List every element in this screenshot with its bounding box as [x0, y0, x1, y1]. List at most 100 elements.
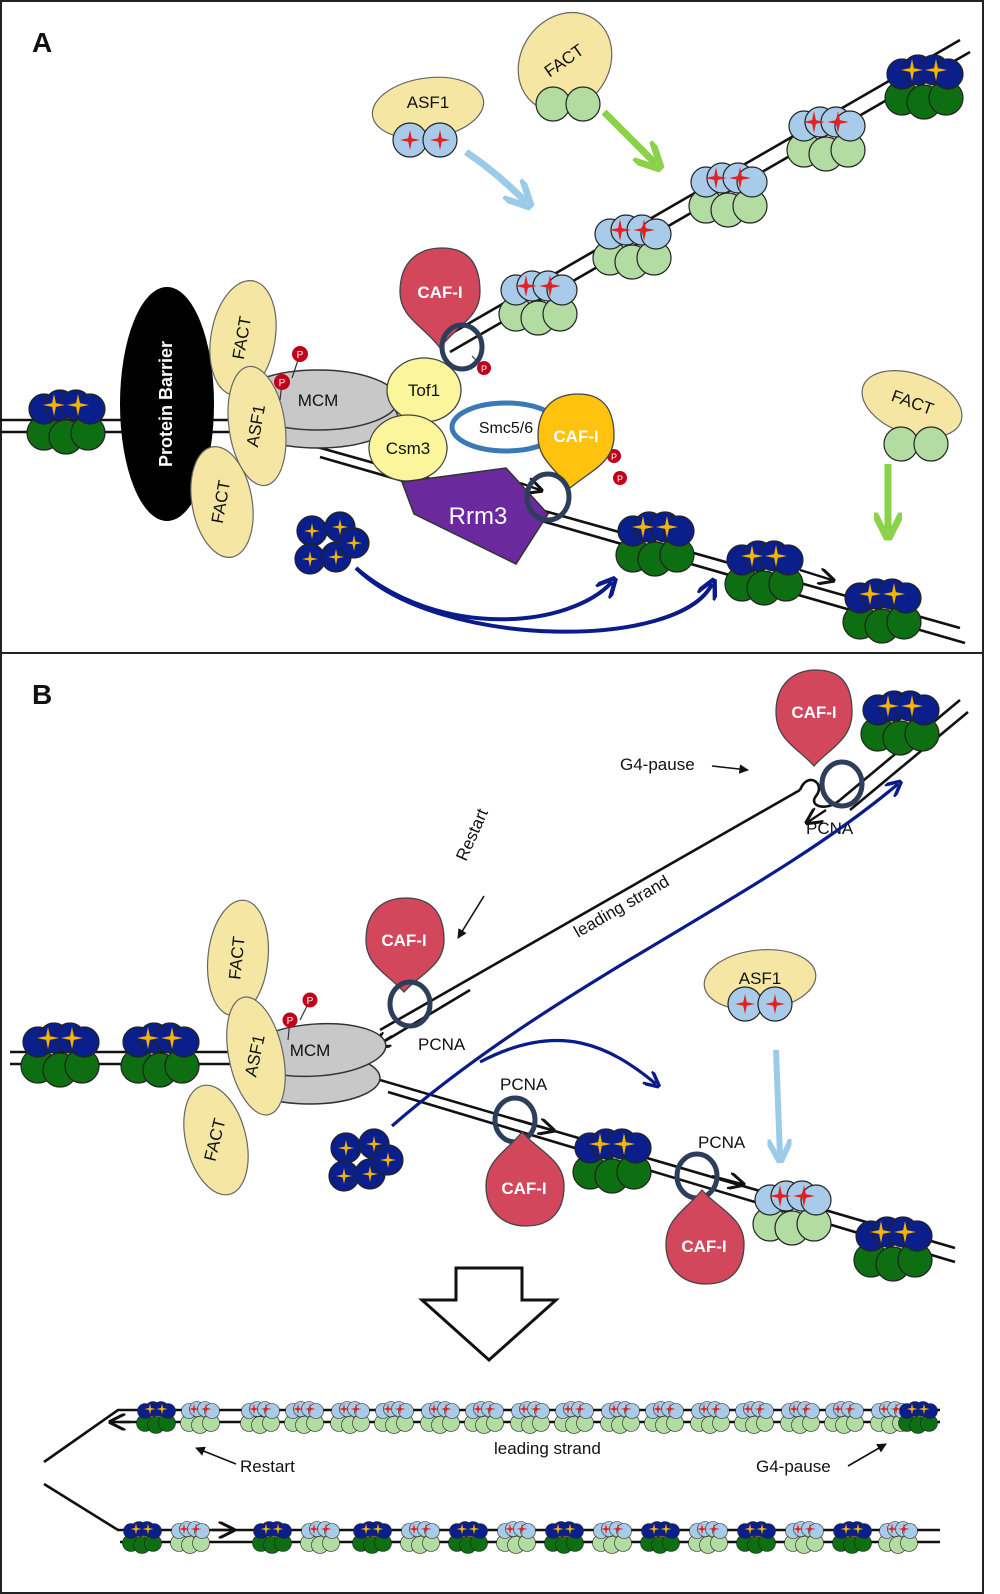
b-recycle-arrow-short — [479, 1038, 656, 1084]
fact-chaperone-a-top — [517, 11, 613, 113]
b-nuc-parental-1 — [20, 1022, 100, 1088]
c-bot-nuc-12 — [736, 1521, 776, 1554]
c-bot-nuc-13 — [784, 1521, 824, 1554]
cafi-lagging-label: CAF-I — [417, 283, 462, 302]
c-bot-nuc-10 — [640, 1521, 680, 1554]
protein-barrier-label: Protein Barrier — [156, 341, 176, 467]
phospho-marks-b: P P — [282, 992, 318, 1041]
b-free-old-histones — [328, 1128, 404, 1192]
c-bot-nuc-7 — [496, 1521, 536, 1554]
b-mcm-label: MCM — [290, 1041, 331, 1060]
c-top-nuc-14 — [780, 1401, 820, 1434]
c-bot-nuc-11 — [688, 1521, 728, 1554]
b-nuc-lag-new — [752, 1180, 832, 1246]
c-top-nuc-13 — [734, 1401, 774, 1434]
b-nuc-parental-2 — [120, 1022, 200, 1088]
csm3-label: Csm3 — [386, 439, 430, 458]
a-nuc-new-3 — [592, 214, 672, 280]
c-bot-nuc-0 — [122, 1521, 162, 1554]
b-pcna-ring-g4 — [819, 759, 865, 809]
asf1-chaperone-a-label: ASF1 — [407, 93, 450, 112]
b-leading-strand-label: leading strand — [571, 872, 673, 942]
b-pcna-label-restart: PCNA — [418, 1035, 466, 1054]
b-g4-pause-label: G4-pause — [620, 755, 695, 774]
panel-b-frame — [0, 652, 984, 1594]
a-nuc-lead-1 — [615, 511, 695, 577]
c-leading-strand-label: leading strand — [494, 1439, 601, 1458]
c-top-nuc-6 — [420, 1401, 460, 1434]
c-g4-pause-pointer — [847, 1443, 887, 1467]
b-lagging-strand-1 — [379, 1078, 956, 1250]
c-bot-nuc-15 — [878, 1521, 918, 1554]
b-phospho-label-1: P — [307, 996, 314, 1007]
tof1-label: Tof1 — [408, 381, 440, 400]
b-asf1-h3h4 — [727, 986, 793, 1022]
b-g4-pause-arrowhead — [808, 810, 827, 822]
b-nuc-lag-old — [572, 1128, 652, 1194]
panel-a-letter: A — [32, 27, 52, 58]
b-pcna-label-g4: PCNA — [806, 819, 854, 838]
a-nuc-parental — [26, 389, 106, 455]
b-nuc-lag-old-2 — [853, 1216, 933, 1282]
b-asf1-chaperone-label: ASF1 — [739, 969, 782, 988]
b-phospho-label-2: P — [287, 1016, 294, 1027]
a-fact-h2a-h2b-right — [883, 426, 949, 462]
b-recycle-arrow-long — [390, 784, 898, 1128]
b-pcna-label-lagging-1: PCNA — [500, 1075, 548, 1094]
phospho-label-3: P — [481, 364, 487, 374]
c-bot-nuc-4 — [352, 1521, 392, 1554]
b-g4-structure — [798, 778, 841, 808]
b-fact-top-label: FACT — [225, 935, 248, 980]
c-top-nuc-12 — [690, 1401, 730, 1434]
b-cafi-lagging-1 — [485, 1130, 565, 1227]
b-g4-pause-pointer — [711, 764, 749, 774]
c-top-nuc-10 — [600, 1401, 640, 1434]
a-asf1-h3h4 — [392, 122, 458, 158]
b-asf1-petal — [226, 996, 286, 1116]
phospho-label-4: P — [611, 452, 617, 462]
a-nuc-new-1 — [786, 106, 866, 172]
c-top-nuc-15 — [824, 1401, 864, 1434]
c-bot-nuc-14 — [832, 1521, 872, 1554]
asf1-petal — [227, 365, 287, 487]
b-restart-label: Restart — [452, 806, 492, 864]
a-nuc-new-4 — [498, 270, 578, 336]
asf1-deposit-arrow-a — [464, 149, 526, 202]
protein-barrier — [120, 287, 214, 521]
big-down-arrow — [418, 1266, 560, 1363]
c-top-nuc-4 — [330, 1401, 370, 1434]
c-top-nuc-1 — [180, 1401, 220, 1434]
b-restart-pointer — [457, 895, 485, 939]
pcna-ring-leading — [524, 471, 572, 523]
b-cafi-leading-restart — [365, 897, 445, 993]
b-leading-strand-post-g4-b — [849, 710, 969, 812]
pcna-ring-lagging — [439, 322, 485, 372]
b-nuc-g4-old — [860, 690, 940, 756]
c-restart-pointer — [195, 1446, 237, 1465]
c-bot-nuc-1 — [170, 1521, 210, 1554]
b-pcna-ring-restart — [387, 979, 433, 1029]
a-fact-h2a-h2b — [535, 86, 601, 122]
c-bot-nuc-2 — [252, 1521, 292, 1554]
c-top-nuc-11 — [644, 1401, 684, 1434]
cafi-leading-label: CAF-I — [553, 427, 598, 446]
b-fact-petal-bottom — [183, 1084, 249, 1196]
a-nuc-new-2 — [688, 162, 768, 228]
c-restart-label: Restart — [240, 1457, 295, 1476]
rrm3-label: Rrm3 — [449, 503, 508, 530]
c-top-nuc-end — [898, 1401, 938, 1434]
b-pcna-label-lagging-2: PCNA — [698, 1133, 746, 1152]
c-top-nuc-0 — [136, 1401, 176, 1434]
panel-a: Protein Barrier MCM FACT FACT ASF1 P P P… — [0, 11, 971, 645]
c-bot-nuc-9 — [592, 1521, 632, 1554]
okazaki-arrow-2 — [799, 570, 832, 580]
b-cafi-lagging-2 — [665, 1188, 745, 1285]
c-bot-nuc-6 — [448, 1521, 488, 1554]
c-top-nuc-5 — [374, 1401, 414, 1434]
cafi-leading — [537, 393, 615, 489]
fact-petal-bottom — [190, 446, 254, 558]
c-bot-nuc-8 — [544, 1521, 584, 1554]
phospho-label-5: P — [617, 474, 623, 484]
c-top-nuc-7 — [464, 1401, 504, 1434]
